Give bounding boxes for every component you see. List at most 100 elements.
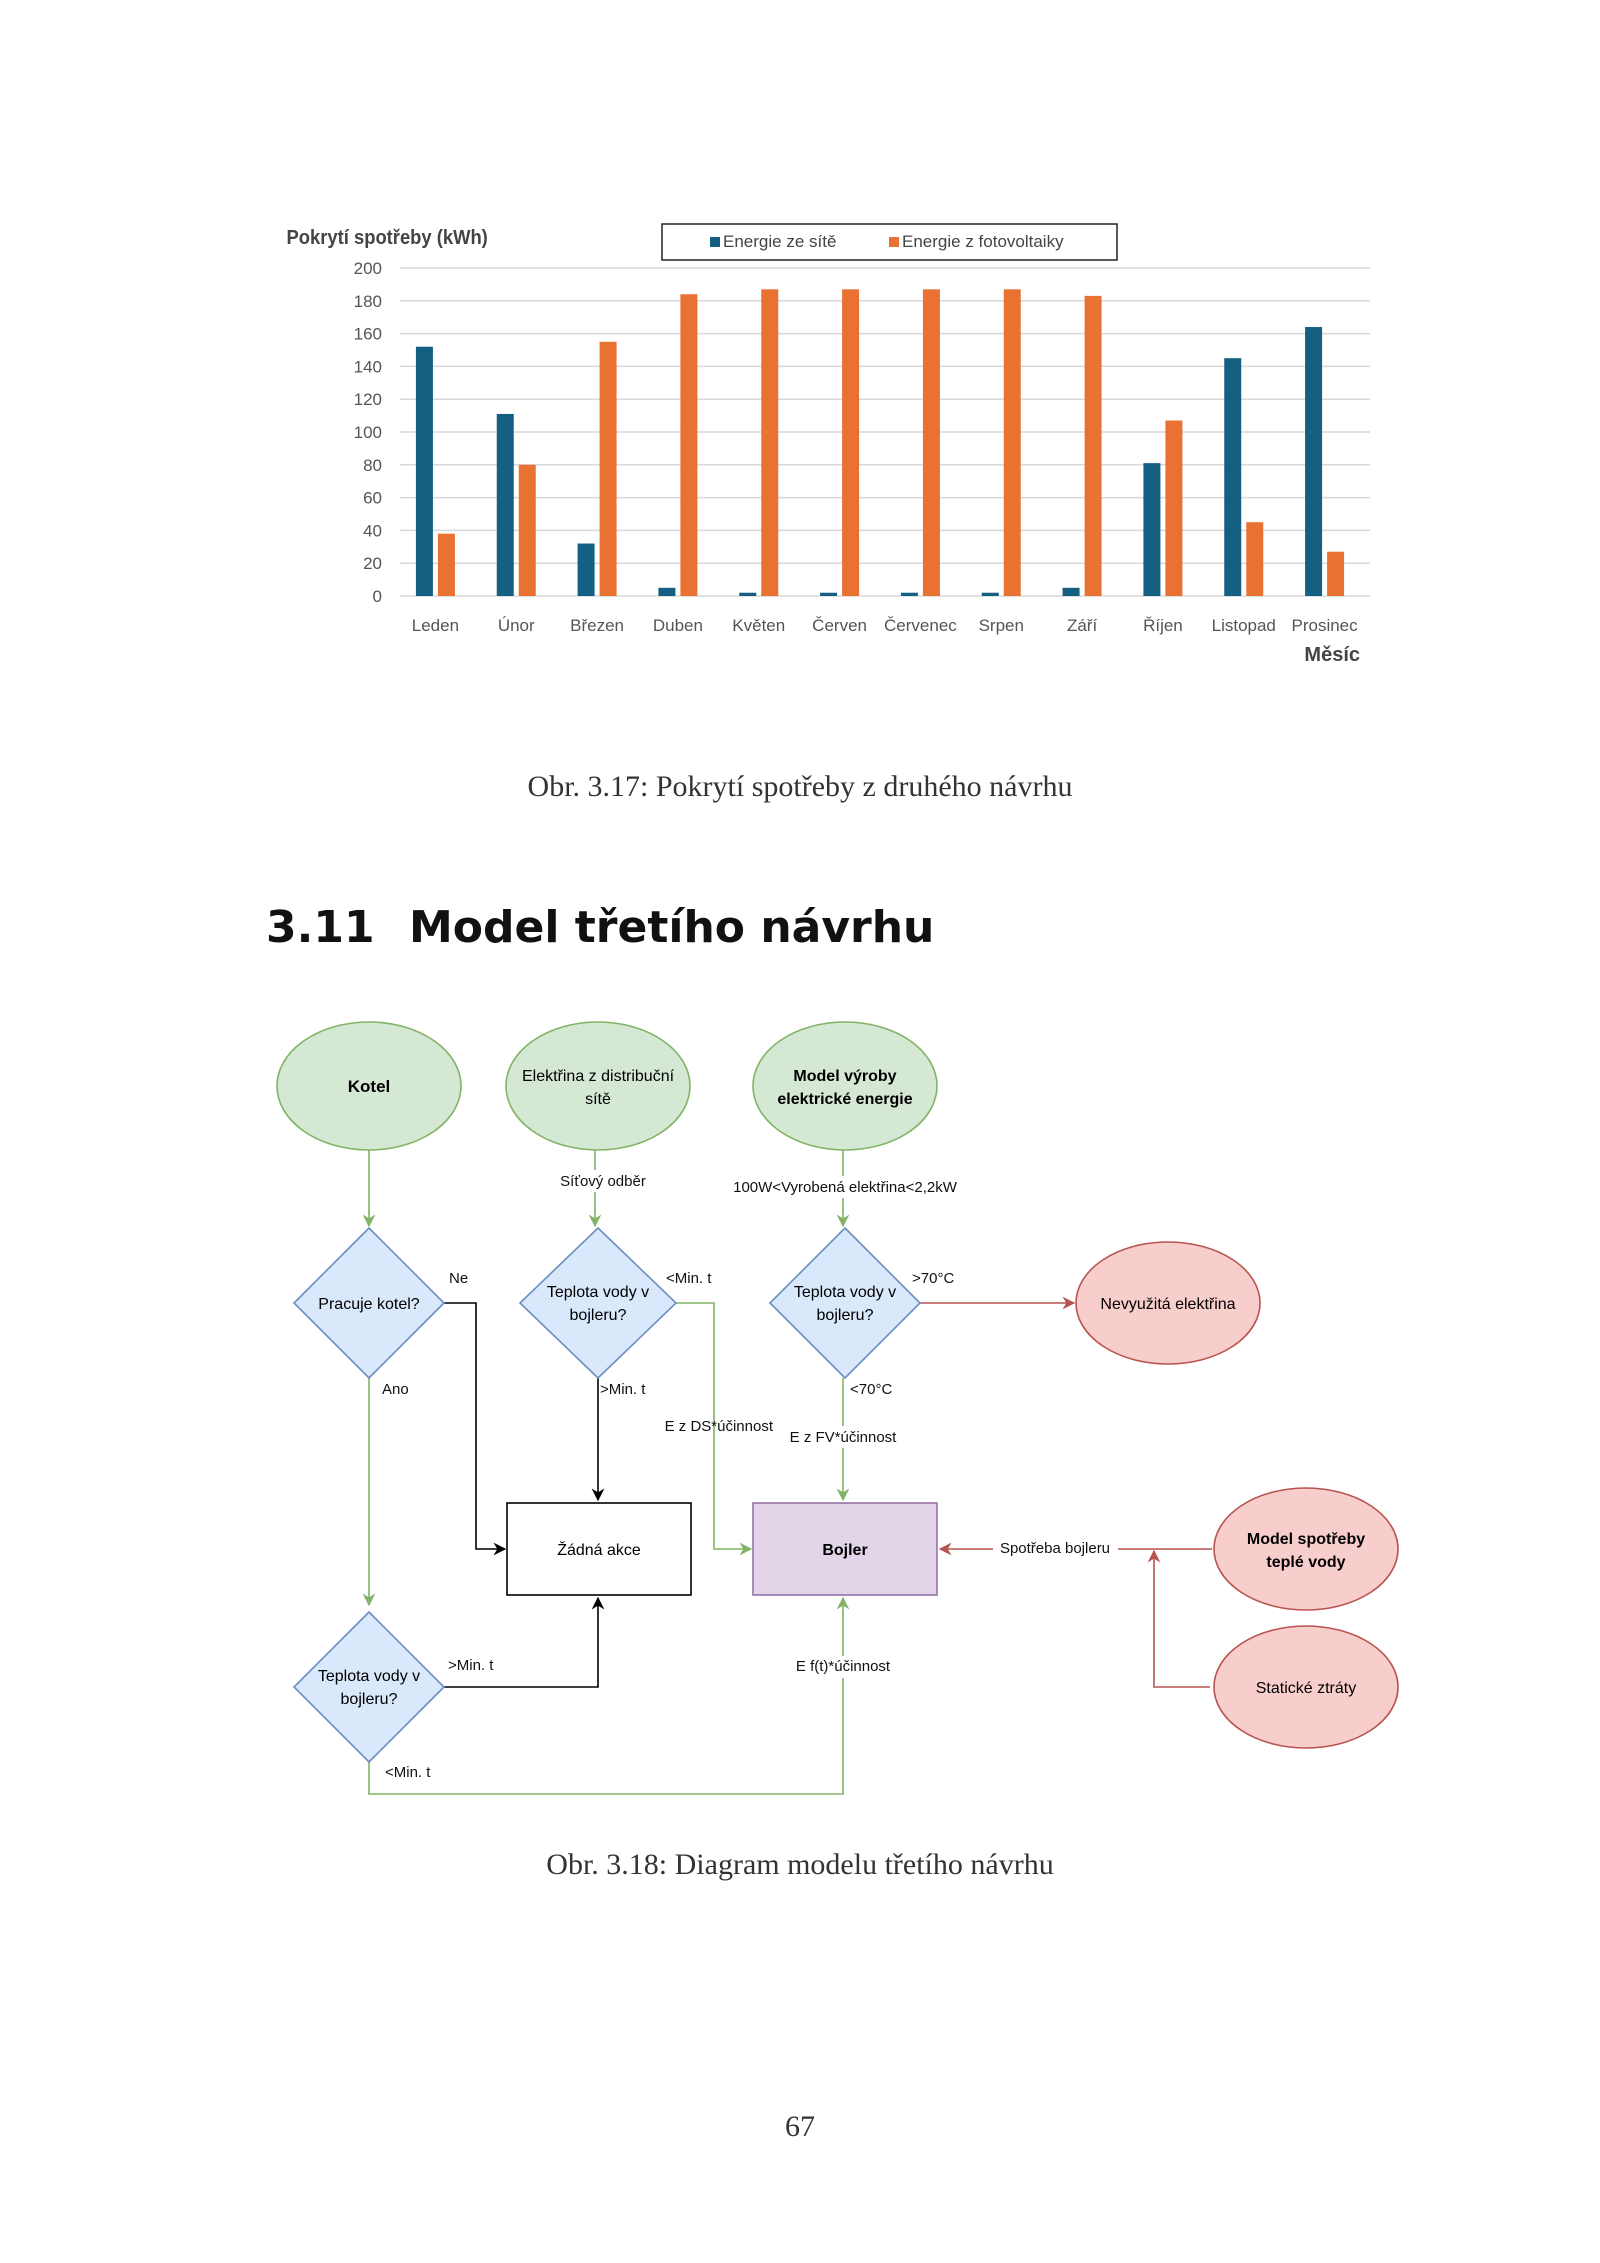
node-teplota-fv: Teplota vody v bojleru?: [768, 1226, 922, 1380]
flow-diagram: Kotel Elektřina z distribuční sítě Model…: [276, 1021, 1399, 1795]
y-axis-label: Pokrytí spotřeby (kWh): [287, 227, 488, 249]
node-zadna-akce: Žádná akce: [506, 1502, 692, 1596]
node-teplota-ds: Teplota vody v bojleru?: [518, 1226, 678, 1380]
bar-pv-10: [1246, 522, 1264, 596]
x-tick-label: Listopad: [1212, 616, 1276, 635]
bar-grid-1: [496, 413, 514, 596]
node-staticke-ztraty: Statické ztráty: [1213, 1625, 1399, 1749]
label-e-ft: E f(t)*účinnost: [796, 1658, 891, 1675]
label-sitovy-odber: Síťový odběr: [560, 1173, 646, 1190]
bar-pv-3: [680, 294, 698, 596]
bar-pv-7: [1003, 289, 1021, 596]
edge-ne-to-zadna-akce: [444, 1302, 507, 1556]
node-model-spotreby: Model spotřeby teplé vody: [1213, 1487, 1399, 1611]
svg-text:Kotel: Kotel: [348, 1077, 391, 1096]
node-teplota-kotel: Teplota vody v bojleru?: [292, 1610, 446, 1764]
x-tick-label: Březen: [570, 616, 624, 635]
label-vyrobena-elektrina: 100W<Vyrobená elektřina<2,2kW: [733, 1179, 958, 1196]
bar-grid-6: [900, 592, 918, 596]
x-tick-label: Únor: [498, 616, 535, 635]
svg-text:Bojler: Bojler: [822, 1542, 867, 1559]
y-tick-label: 120: [354, 390, 382, 409]
x-tick-label: Leden: [412, 616, 459, 635]
legend-label-grid: Energie ze sítě: [723, 232, 836, 251]
node-pracuje-kotel: Pracuje kotel?: [292, 1226, 446, 1380]
label-ne: Ne: [449, 1270, 468, 1287]
edge-ztraty-to-spotreba: [1147, 1549, 1210, 1688]
svg-text:teplé vody: teplé vody: [1266, 1554, 1345, 1571]
figure-caption-chart: Obr. 3.17: Pokrytí spotřeby z druhého ná…: [527, 770, 1073, 803]
svg-text:bojleru?: bojleru?: [817, 1307, 874, 1324]
chart-gridlines: [400, 267, 1370, 597]
svg-text:Teplota vody v: Teplota vody v: [318, 1668, 420, 1685]
bar-pv-0: [437, 533, 455, 596]
bar-grid-5: [820, 592, 838, 596]
bar-grid-4: [739, 592, 757, 596]
y-tick-label: 180: [354, 292, 382, 311]
y-tick-label: 40: [363, 521, 382, 540]
y-tick-label: 0: [373, 587, 382, 606]
bar-pv-5: [842, 289, 860, 596]
node-elektrina-ds: Elektřina z distribuční sítě: [505, 1021, 691, 1151]
x-tick-label: Říjen: [1143, 616, 1183, 635]
bar-grid-10: [1224, 358, 1242, 596]
svg-text:Model výroby: Model výroby: [793, 1068, 896, 1085]
node-kotel: Kotel: [276, 1021, 462, 1151]
node-model-vyroby: Model výroby elektrické energie: [752, 1021, 938, 1151]
label-lt-70: <70°C: [850, 1381, 892, 1398]
section-title: Model třetího návrhu: [409, 902, 935, 953]
bar-grid-7: [981, 592, 999, 596]
legend-swatch-pv: [889, 237, 899, 247]
page-number: 67: [785, 2110, 815, 2143]
y-tick-label: 200: [354, 259, 382, 278]
x-tick-label: Prosinec: [1292, 616, 1359, 635]
x-tick-label: Září: [1067, 616, 1098, 635]
svg-text:bojleru?: bojleru?: [570, 1307, 627, 1324]
bar-pv-8: [1084, 295, 1102, 596]
bar-grid-2: [577, 543, 595, 596]
label-e-fv: E z FV*účinnost: [790, 1429, 898, 1446]
edge-minlt2-to-bojler: [368, 1596, 850, 1795]
bar-pv-1: [518, 464, 536, 596]
svg-text:sítě: sítě: [585, 1091, 611, 1108]
x-axis-label: Měsíc: [1304, 644, 1360, 666]
svg-text:Nevyužitá elektřina: Nevyužitá elektřina: [1100, 1296, 1235, 1313]
bar-grid-11: [1305, 327, 1323, 596]
y-tick-label: 140: [354, 357, 382, 376]
y-tick-label: 60: [363, 489, 382, 508]
bar-pv-4: [761, 289, 779, 596]
node-nevyuzita-elektrina: Nevyužitá elektřina: [1075, 1241, 1261, 1365]
svg-text:Elektřina z distribuční: Elektřina z distribuční: [522, 1068, 675, 1085]
edge-minlt-to-bojler: [676, 1302, 753, 1556]
x-tick-label: Červen: [812, 616, 867, 635]
node-bojler: Bojler: [752, 1502, 938, 1596]
x-tick-label: Červenec: [884, 616, 957, 635]
label-spotreba-bojleru: Spotřeba bojleru: [1000, 1540, 1110, 1557]
section-heading: 3.11 Model třetího návrhu: [266, 902, 934, 953]
legend-swatch-grid: [710, 237, 720, 247]
bar-pv-2: [599, 341, 617, 596]
bar-grid-9: [1143, 463, 1161, 596]
section-number: 3.11: [266, 902, 375, 953]
x-tick-label: Srpen: [979, 616, 1024, 635]
svg-text:Teplota vody v: Teplota vody v: [794, 1284, 896, 1301]
edge-mingt2-to-zadna-akce: [444, 1596, 605, 1688]
bar-pv-11: [1327, 551, 1345, 596]
svg-text:Teplota vody v: Teplota vody v: [547, 1284, 649, 1301]
bar-pv-9: [1165, 420, 1183, 596]
chart-bars: [415, 289, 1345, 596]
svg-text:Pracuje kotel?: Pracuje kotel?: [318, 1296, 419, 1313]
label-min-gt-2: >Min. t: [448, 1657, 494, 1674]
label-ano: Ano: [382, 1381, 409, 1398]
label-min-lt-1: <Min. t: [666, 1270, 712, 1287]
bar-grid-3: [658, 587, 676, 596]
x-tick-label: Květen: [732, 616, 785, 635]
svg-text:bojleru?: bojleru?: [341, 1691, 398, 1708]
svg-text:Žádná akce: Žádná akce: [557, 1540, 641, 1559]
svg-text:Statické ztráty: Statické ztráty: [1256, 1680, 1356, 1697]
label-min-gt-1: >Min. t: [600, 1381, 646, 1398]
y-tick-label: 100: [354, 423, 382, 442]
